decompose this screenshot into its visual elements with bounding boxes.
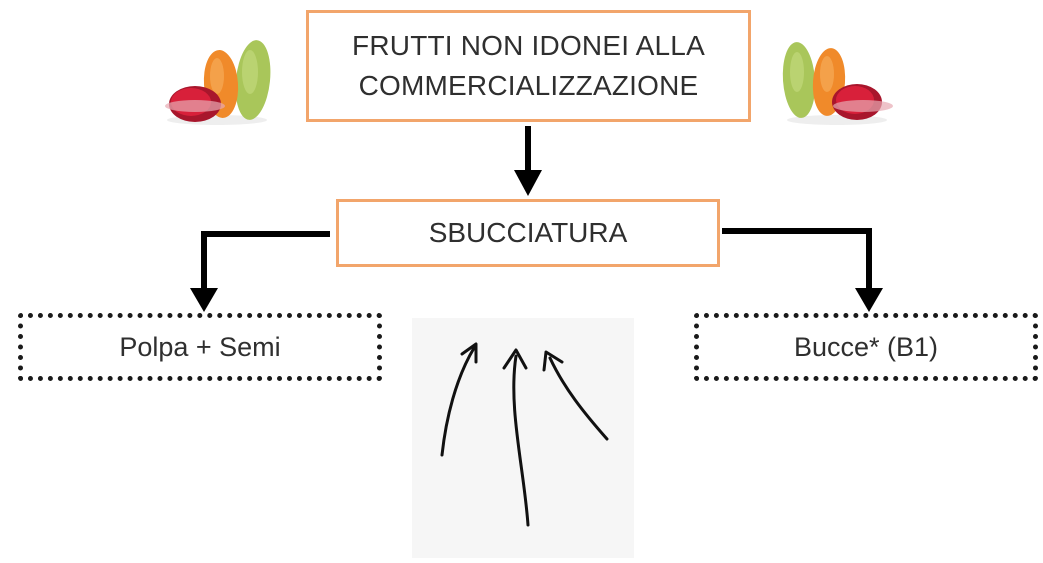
hand-drawn-arrows-icon [412,318,634,558]
title-line-2: COMMERCIALIZZAZIONE [358,70,699,101]
title-box: FRUTTI NON IDONEI ALLA COMMERCIALIZZAZIO… [306,10,751,122]
prickly-pear-fruits-icon [775,22,900,130]
arrow-peel-to-skins [722,228,883,312]
output-pulp-label: Polpa + Semi [119,331,281,362]
process-step-label: SBUCCIATURA [428,217,628,248]
output-skins-box: Bucce* (B1) [694,313,1038,381]
prickly-pear-fruits-icon [155,22,280,130]
title-line-1: FRUTTI NON IDONEI ALLA [352,30,705,61]
process-step-box: SBUCCIATURA [336,199,720,267]
arrow-peel-to-pulp [190,231,330,312]
output-skins-label: Bucce* (B1) [793,331,939,362]
arrow-title-to-peel [514,126,542,196]
output-pulp-box: Polpa + Semi [18,313,382,381]
